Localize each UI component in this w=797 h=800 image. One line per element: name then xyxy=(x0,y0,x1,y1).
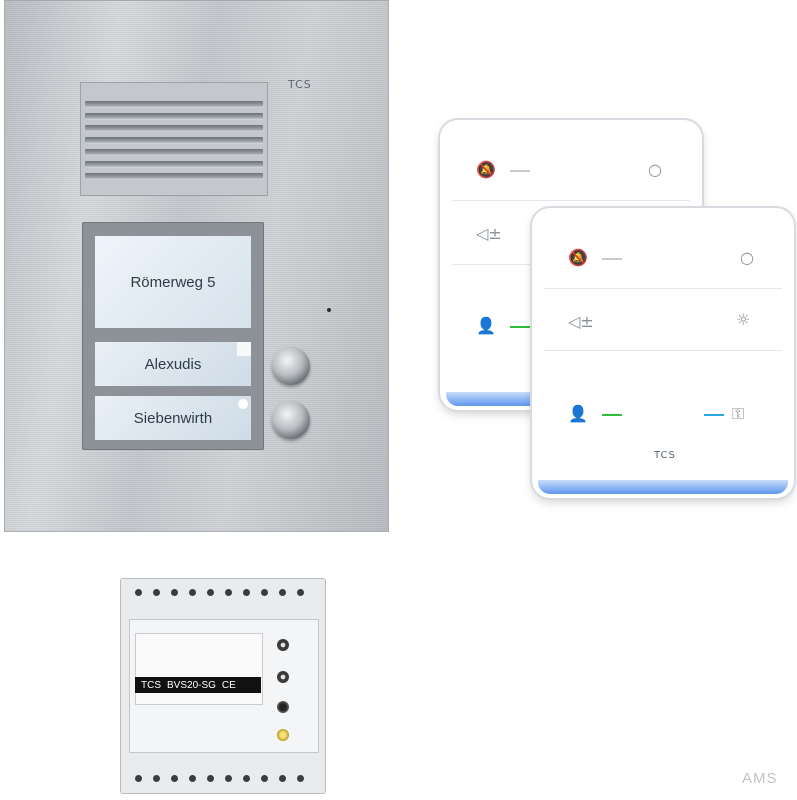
name-plate-tag-1: Alexudis xyxy=(95,342,251,386)
bell-mute-icon[interactable]: 🔕 xyxy=(568,248,588,267)
adjust-knob-2[interactable] xyxy=(277,671,289,683)
name-plate-tag-1-label: Alexudis xyxy=(144,355,202,373)
name-plate-tag-2-label: Siebenwirth xyxy=(133,409,213,427)
power-supply-unit: TCS BVS20-SG CE xyxy=(120,578,326,794)
name-plate-tag-2: Siebenwirth xyxy=(95,396,251,440)
indoor-unit-logo: TCS xyxy=(654,450,676,461)
speaker-grille xyxy=(80,82,268,196)
key-icon[interactable]: ⚿ xyxy=(732,404,745,423)
volume-icon[interactable]: ◁± xyxy=(568,312,594,331)
name-plate-main: Römerweg 5 xyxy=(95,236,251,328)
person-speak-icon[interactable]: 👤 xyxy=(568,404,588,423)
volume-icon[interactable]: ◁± xyxy=(476,224,502,243)
fuse-icon xyxy=(277,729,289,741)
watermark: AMS xyxy=(742,770,778,787)
bell-mute-icon[interactable]: 🔕 xyxy=(476,160,496,179)
bell-button-2[interactable] xyxy=(272,401,310,439)
person-speak-icon[interactable]: 👤 xyxy=(476,316,496,335)
door-station-logo: TCS xyxy=(288,78,312,91)
indoor-unit-front: 🔕 ○ ◁± ☼ 👤 ⚿ TCS xyxy=(532,208,794,498)
bell-button-1[interactable] xyxy=(272,347,310,385)
power-supply-model: BVS20-SG xyxy=(167,679,216,691)
light-icon[interactable]: ☼ xyxy=(736,310,751,329)
power-circle-icon[interactable]: ○ xyxy=(648,160,662,179)
indoor-unit-front-glow xyxy=(538,480,788,494)
microphone-icon xyxy=(327,308,331,312)
status-led-icon xyxy=(277,701,289,713)
power-supply-brand-strip: TCS BVS20-SG CE xyxy=(135,677,261,693)
power-supply-schematic-label xyxy=(135,633,263,705)
adjust-knob-1[interactable] xyxy=(277,639,289,651)
power-supply-brand: TCS xyxy=(141,679,161,691)
power-circle-icon[interactable]: ○ xyxy=(740,248,754,267)
ce-mark: CE xyxy=(221,679,236,691)
